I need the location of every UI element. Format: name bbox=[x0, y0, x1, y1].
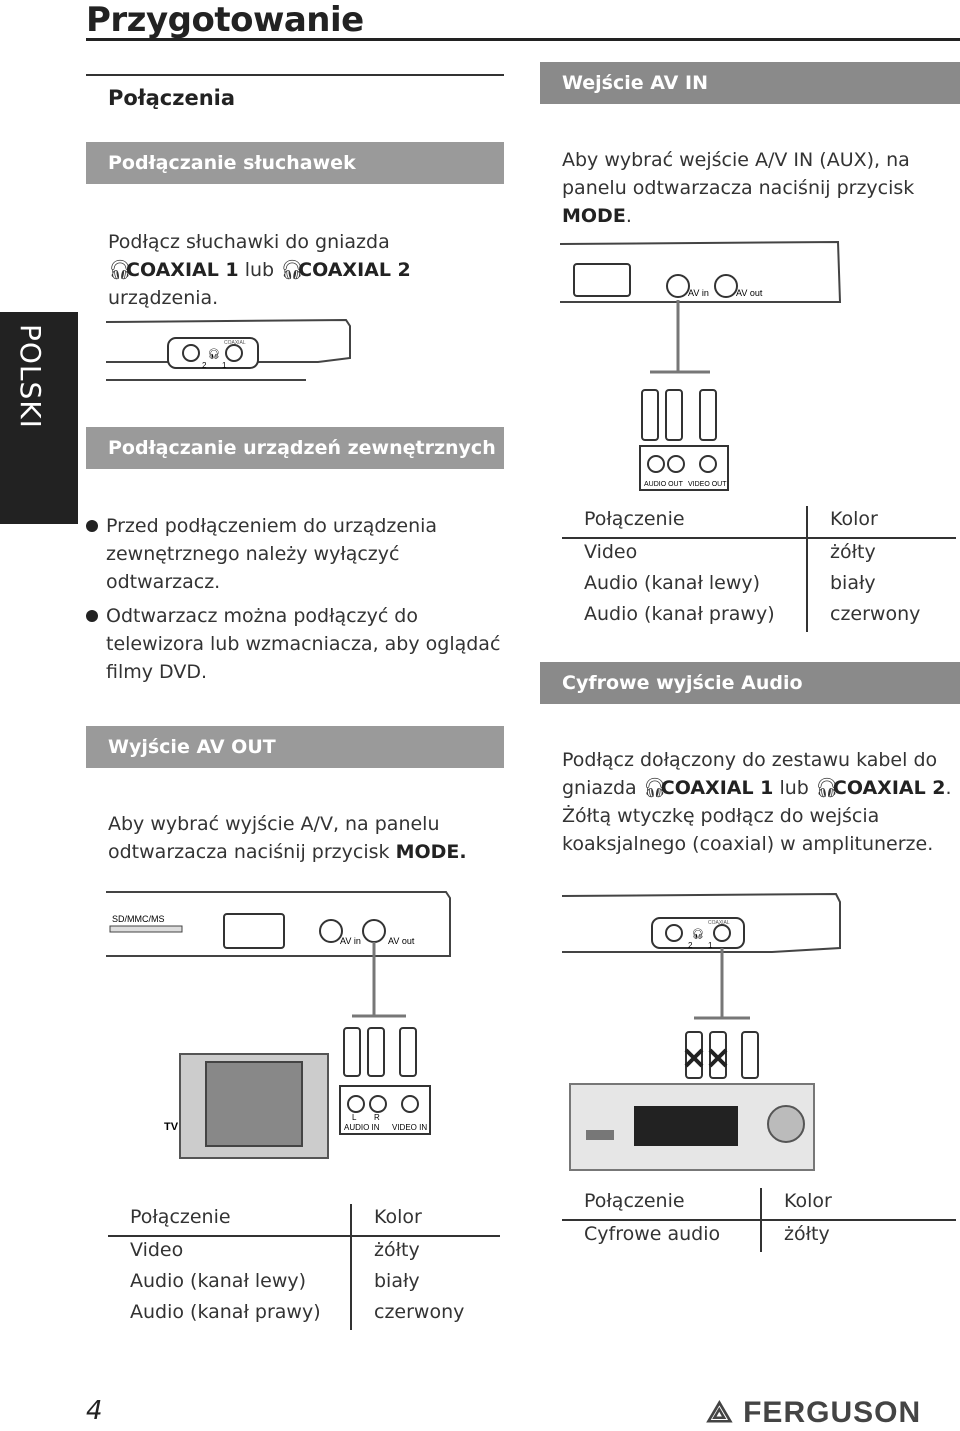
table-header-cell: Kolor bbox=[351, 1204, 500, 1237]
jack-1-label: 1 bbox=[222, 361, 227, 370]
headphone-icon: 🎧︎ bbox=[280, 259, 305, 281]
bullet-list: Przed podłączeniem do urządzenia zewnętr… bbox=[86, 512, 506, 686]
bullet-dot bbox=[86, 610, 98, 622]
av-in-label: AV in bbox=[340, 936, 361, 946]
mode-label: MODE bbox=[562, 205, 626, 227]
coax2-label: COAXIAL 2 bbox=[832, 777, 946, 799]
table-header-cell: Połączenie bbox=[562, 1188, 762, 1221]
av-out-bar: Wyjście AV OUT bbox=[86, 726, 504, 768]
table-row: Audio (kanał prawy) czerwony bbox=[108, 1299, 500, 1330]
sd-card-label: SD/MMC/MS bbox=[112, 914, 165, 924]
coaxial-label: COAXIAL bbox=[708, 920, 730, 926]
coaxial-label: COAXIAL bbox=[224, 340, 246, 346]
jack-2-label: 2 bbox=[202, 361, 207, 370]
digital-audio-text: Podłącz dołączony do zestawu kabel do gn… bbox=[562, 749, 952, 855]
table-cell: żółty bbox=[830, 541, 876, 563]
av-out-diagram: SD/MMC/MS AV in AV out TV L R AUDIO IN V… bbox=[106, 891, 451, 1159]
title-rule bbox=[86, 38, 960, 41]
page-number: 4 bbox=[86, 1396, 103, 1426]
table-header-row: Połączenie Kolor bbox=[562, 1188, 956, 1221]
table-header-cell: Kolor bbox=[761, 1188, 956, 1221]
tv-label: TV bbox=[164, 1121, 179, 1133]
page-title: Przygotowanie bbox=[86, 0, 364, 40]
table-header-cell: Połączenie bbox=[108, 1204, 352, 1237]
table-cell: biały bbox=[830, 572, 876, 594]
table-cell: czerwony bbox=[374, 1301, 465, 1323]
headphones-line-1: Podłącz słuchawki do gniazda bbox=[108, 231, 390, 253]
table-row: Video żółty bbox=[562, 538, 956, 570]
external-devices-bar: Podłączanie urządzeń zewnętrznych bbox=[86, 427, 504, 469]
headphones-line-2: 🎧︎COAXIAL 1 lub 🎧︎COAXIAL 2 bbox=[108, 256, 508, 284]
bullet-dot bbox=[86, 520, 98, 532]
language-tab: POLSKI bbox=[0, 312, 78, 524]
language-tab-label: POLSKI bbox=[14, 324, 47, 429]
table-cell: Video bbox=[562, 538, 808, 570]
connections-heading: Połączenia bbox=[108, 86, 236, 110]
table-cell: biały bbox=[374, 1270, 420, 1292]
av-out-label: AV out bbox=[388, 936, 415, 946]
table-cell: Video bbox=[108, 1236, 352, 1268]
table-row: Audio (kanał lewy) biały bbox=[562, 570, 956, 601]
coax1-label: COAXIAL 1 bbox=[660, 777, 774, 799]
headphone-icon: 🎧︎ bbox=[814, 777, 839, 799]
bullet-item: Odtwarzacz można podłączyć do telewizora… bbox=[86, 602, 506, 686]
bullet-item: Przed podłączeniem do urządzenia zewnętr… bbox=[86, 512, 506, 596]
table-cell: czerwony bbox=[830, 603, 921, 625]
table-header-row: Połączenie Kolor bbox=[108, 1204, 500, 1237]
table-cell: Cyfrowe audio bbox=[562, 1220, 762, 1252]
coax2-label: COAXIAL 2 bbox=[298, 259, 411, 281]
av-in-label: AV in bbox=[688, 288, 709, 298]
brand-logo: ⟁ FERGUSON bbox=[706, 1396, 921, 1430]
r-label: R bbox=[374, 1113, 380, 1122]
table-cell: Audio (kanał prawy) bbox=[562, 601, 808, 632]
video-in-label: VIDEO IN bbox=[392, 1123, 427, 1132]
table-header-cell: Połączenie bbox=[562, 506, 808, 539]
table-cell: Audio (kanał prawy) bbox=[108, 1299, 352, 1330]
table-row: Audio (kanał lewy) biały bbox=[108, 1268, 500, 1299]
digital-audio-table: Połączenie Kolor Cyfrowe audio żółty bbox=[562, 1188, 956, 1252]
audio-in-label: AUDIO IN bbox=[344, 1123, 380, 1132]
digital-audio-diagram: 🎧︎ COAXIAL 2 1 bbox=[562, 892, 841, 1171]
digital-audio-bar: Cyfrowe wyjście Audio bbox=[540, 662, 960, 704]
coaxial-panel-diagram: 🎧︎ COAXIAL 2 1 bbox=[106, 318, 351, 381]
table-row: Video żółty bbox=[108, 1236, 500, 1268]
coax1-label: COAXIAL 1 bbox=[126, 259, 239, 281]
table-header-cell: Kolor bbox=[807, 506, 956, 539]
av-in-diagram: AV in AV out AUDIO OUT VIDEO OUT bbox=[560, 240, 842, 491]
table-cell: żółty bbox=[374, 1239, 420, 1261]
headphone-icon: 🎧︎ bbox=[108, 259, 133, 281]
av-in-bar: Wejście AV IN bbox=[540, 62, 960, 104]
table-row: Cyfrowe audio żółty bbox=[562, 1220, 956, 1252]
av-out-label: AV out bbox=[736, 288, 763, 298]
audio-out-label: AUDIO OUT bbox=[644, 481, 684, 488]
brand-text: FERGUSON bbox=[743, 1396, 922, 1429]
table-cell: Audio (kanał lewy) bbox=[562, 570, 808, 601]
jack-1-label: 1 bbox=[708, 941, 713, 950]
av-in-text: Aby wybrać wejście A/V IN (AUX), na pane… bbox=[562, 149, 915, 227]
ferguson-logo-icon: ⟁ bbox=[706, 1396, 744, 1429]
mode-label: MODE. bbox=[395, 841, 467, 863]
table-header-row: Połączenie Kolor bbox=[562, 506, 956, 539]
lub-text: lub bbox=[238, 259, 281, 281]
video-out-label: VIDEO OUT bbox=[688, 481, 727, 488]
left-heading-rule bbox=[86, 74, 504, 76]
table-row: Audio (kanał prawy) czerwony bbox=[562, 601, 956, 632]
l-label: L bbox=[352, 1113, 357, 1122]
svg-text:🎧︎: 🎧︎ bbox=[208, 348, 221, 360]
jack-2-label: 2 bbox=[688, 941, 693, 950]
table-cell: żółty bbox=[784, 1223, 830, 1245]
svg-text:🎧︎: 🎧︎ bbox=[692, 928, 705, 940]
av-out-text: Aby wybrać wyjście A/V, na panelu odtwar… bbox=[108, 813, 467, 863]
left-connection-table: Połączenie Kolor Video żółty Audio (kanał… bbox=[108, 1204, 500, 1330]
right-connection-table: Połączenie Kolor Video żółty Audio (kanał… bbox=[562, 506, 956, 632]
headphones-bar: Podłączanie słuchawek bbox=[86, 142, 504, 184]
headphones-line-3: urządzenia. bbox=[108, 287, 219, 309]
headphone-icon: 🎧︎ bbox=[642, 777, 667, 799]
table-cell: Audio (kanał lewy) bbox=[108, 1268, 352, 1299]
headphones-text: Podłącz słuchawki do gniazda 🎧︎COAXIAL 1… bbox=[108, 228, 508, 312]
